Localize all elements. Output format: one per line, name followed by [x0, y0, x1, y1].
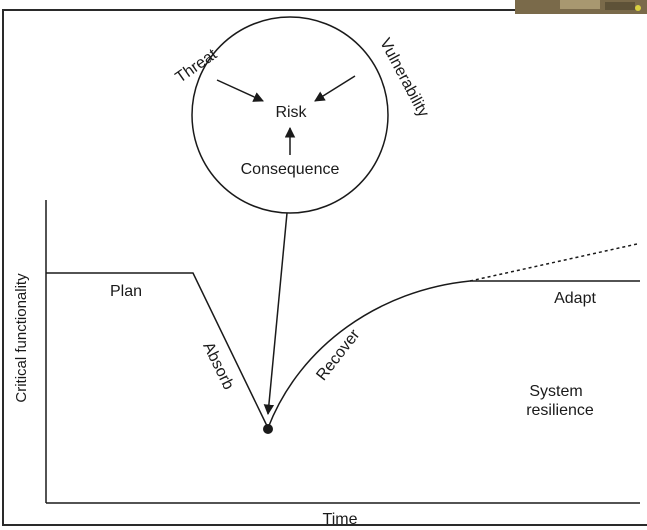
y-axis-label: Critical functionality [13, 273, 30, 403]
corner-photo [515, 0, 647, 14]
vulnerability-to-risk-arrow [314, 75, 356, 102]
figure-frame [2, 9, 647, 526]
risk-label: Risk [275, 104, 307, 121]
plan-label: Plan [110, 283, 142, 300]
circle-to-dip-arrow [263, 212, 288, 416]
recover-curve [267, 280, 471, 429]
system-resilience-line1: System [529, 383, 582, 400]
adapt-label: Adapt [554, 290, 596, 307]
risk-circle [191, 16, 389, 214]
plan-absorb-curve [46, 272, 269, 429]
x-axis-label: Time [323, 511, 358, 528]
consequence-label: Consequence [241, 161, 340, 178]
dip-point [263, 424, 273, 434]
system-resilience-line2: resilience [526, 402, 594, 419]
adapt-improvement-dashed [469, 243, 638, 282]
threat-to-risk-arrow [216, 79, 264, 102]
